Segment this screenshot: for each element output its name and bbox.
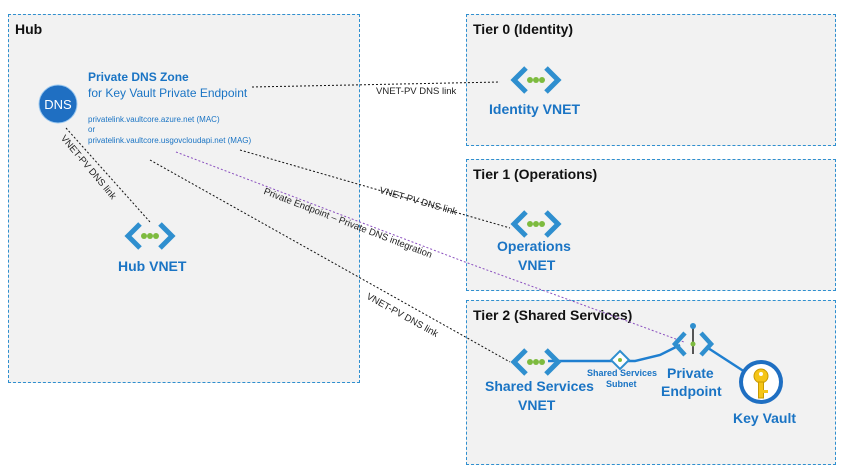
shared-services-vnet-icon — [510, 348, 562, 376]
link-line-pe-integration — [175, 151, 685, 343]
link-line-identity — [251, 81, 501, 88]
link-line-shared — [149, 159, 511, 363]
key-vault-label: Key Vault — [733, 410, 797, 426]
shared-services-vnet-label-line1: Shared Services — [485, 378, 594, 394]
dns-icon-text: DNS — [44, 97, 72, 112]
hub-vnet-label: Hub VNET — [118, 258, 187, 274]
link-line-pe-to-kv — [707, 346, 746, 374]
dns-zone-subtitle: for Key Vault Private Endpoint — [88, 86, 248, 100]
dns-zone-title: Private DNS Zone — [88, 70, 189, 85]
identity-link-label: VNET-PV DNS link — [376, 86, 457, 97]
operations-vnet-icon — [510, 210, 562, 238]
private-endpoint-label-line1: Private — [667, 365, 714, 381]
subnet-label-line1: Shared Services — [587, 368, 658, 378]
hub-vnet-icon — [124, 222, 176, 250]
dns-icon — [38, 84, 78, 124]
dns-zone-mag: privatelink.vaultcore.usgovcloudapi.net … — [88, 136, 252, 145]
operations-vnet-label-line1: Operations — [497, 238, 571, 254]
hub-zone: Hub — [8, 14, 360, 383]
operations-vnet-label-line2: VNET — [518, 257, 556, 273]
subnet-label-line2: Subnet — [606, 379, 637, 389]
link-line-operations — [239, 149, 511, 229]
link-line-hub — [65, 127, 151, 223]
shared-services-vnet-label-line2: VNET — [518, 397, 556, 413]
tier0-zone-title: Tier 0 (Identity) — [473, 21, 574, 37]
dns-zone-or: or — [88, 125, 96, 134]
dns-zone-title-line1: Private DNS Zone — [88, 70, 189, 84]
subnet-icon — [609, 349, 631, 371]
identity-vnet-icon — [510, 66, 562, 94]
tier1-zone-title: Tier 1 (Operations) — [473, 166, 598, 182]
tier2-zone-title: Tier 2 (Shared Services) — [473, 307, 633, 323]
identity-vnet-label: Identity VNET — [489, 101, 581, 117]
private-endpoint-icon — [671, 323, 715, 357]
dns-zone-mac: privatelink.vaultcore.azure.net (MAC) — [88, 115, 220, 124]
key-vault-icon — [739, 360, 783, 404]
hub-zone-title: Hub — [15, 21, 43, 37]
private-endpoint-label-line2: Endpoint — [661, 383, 722, 399]
